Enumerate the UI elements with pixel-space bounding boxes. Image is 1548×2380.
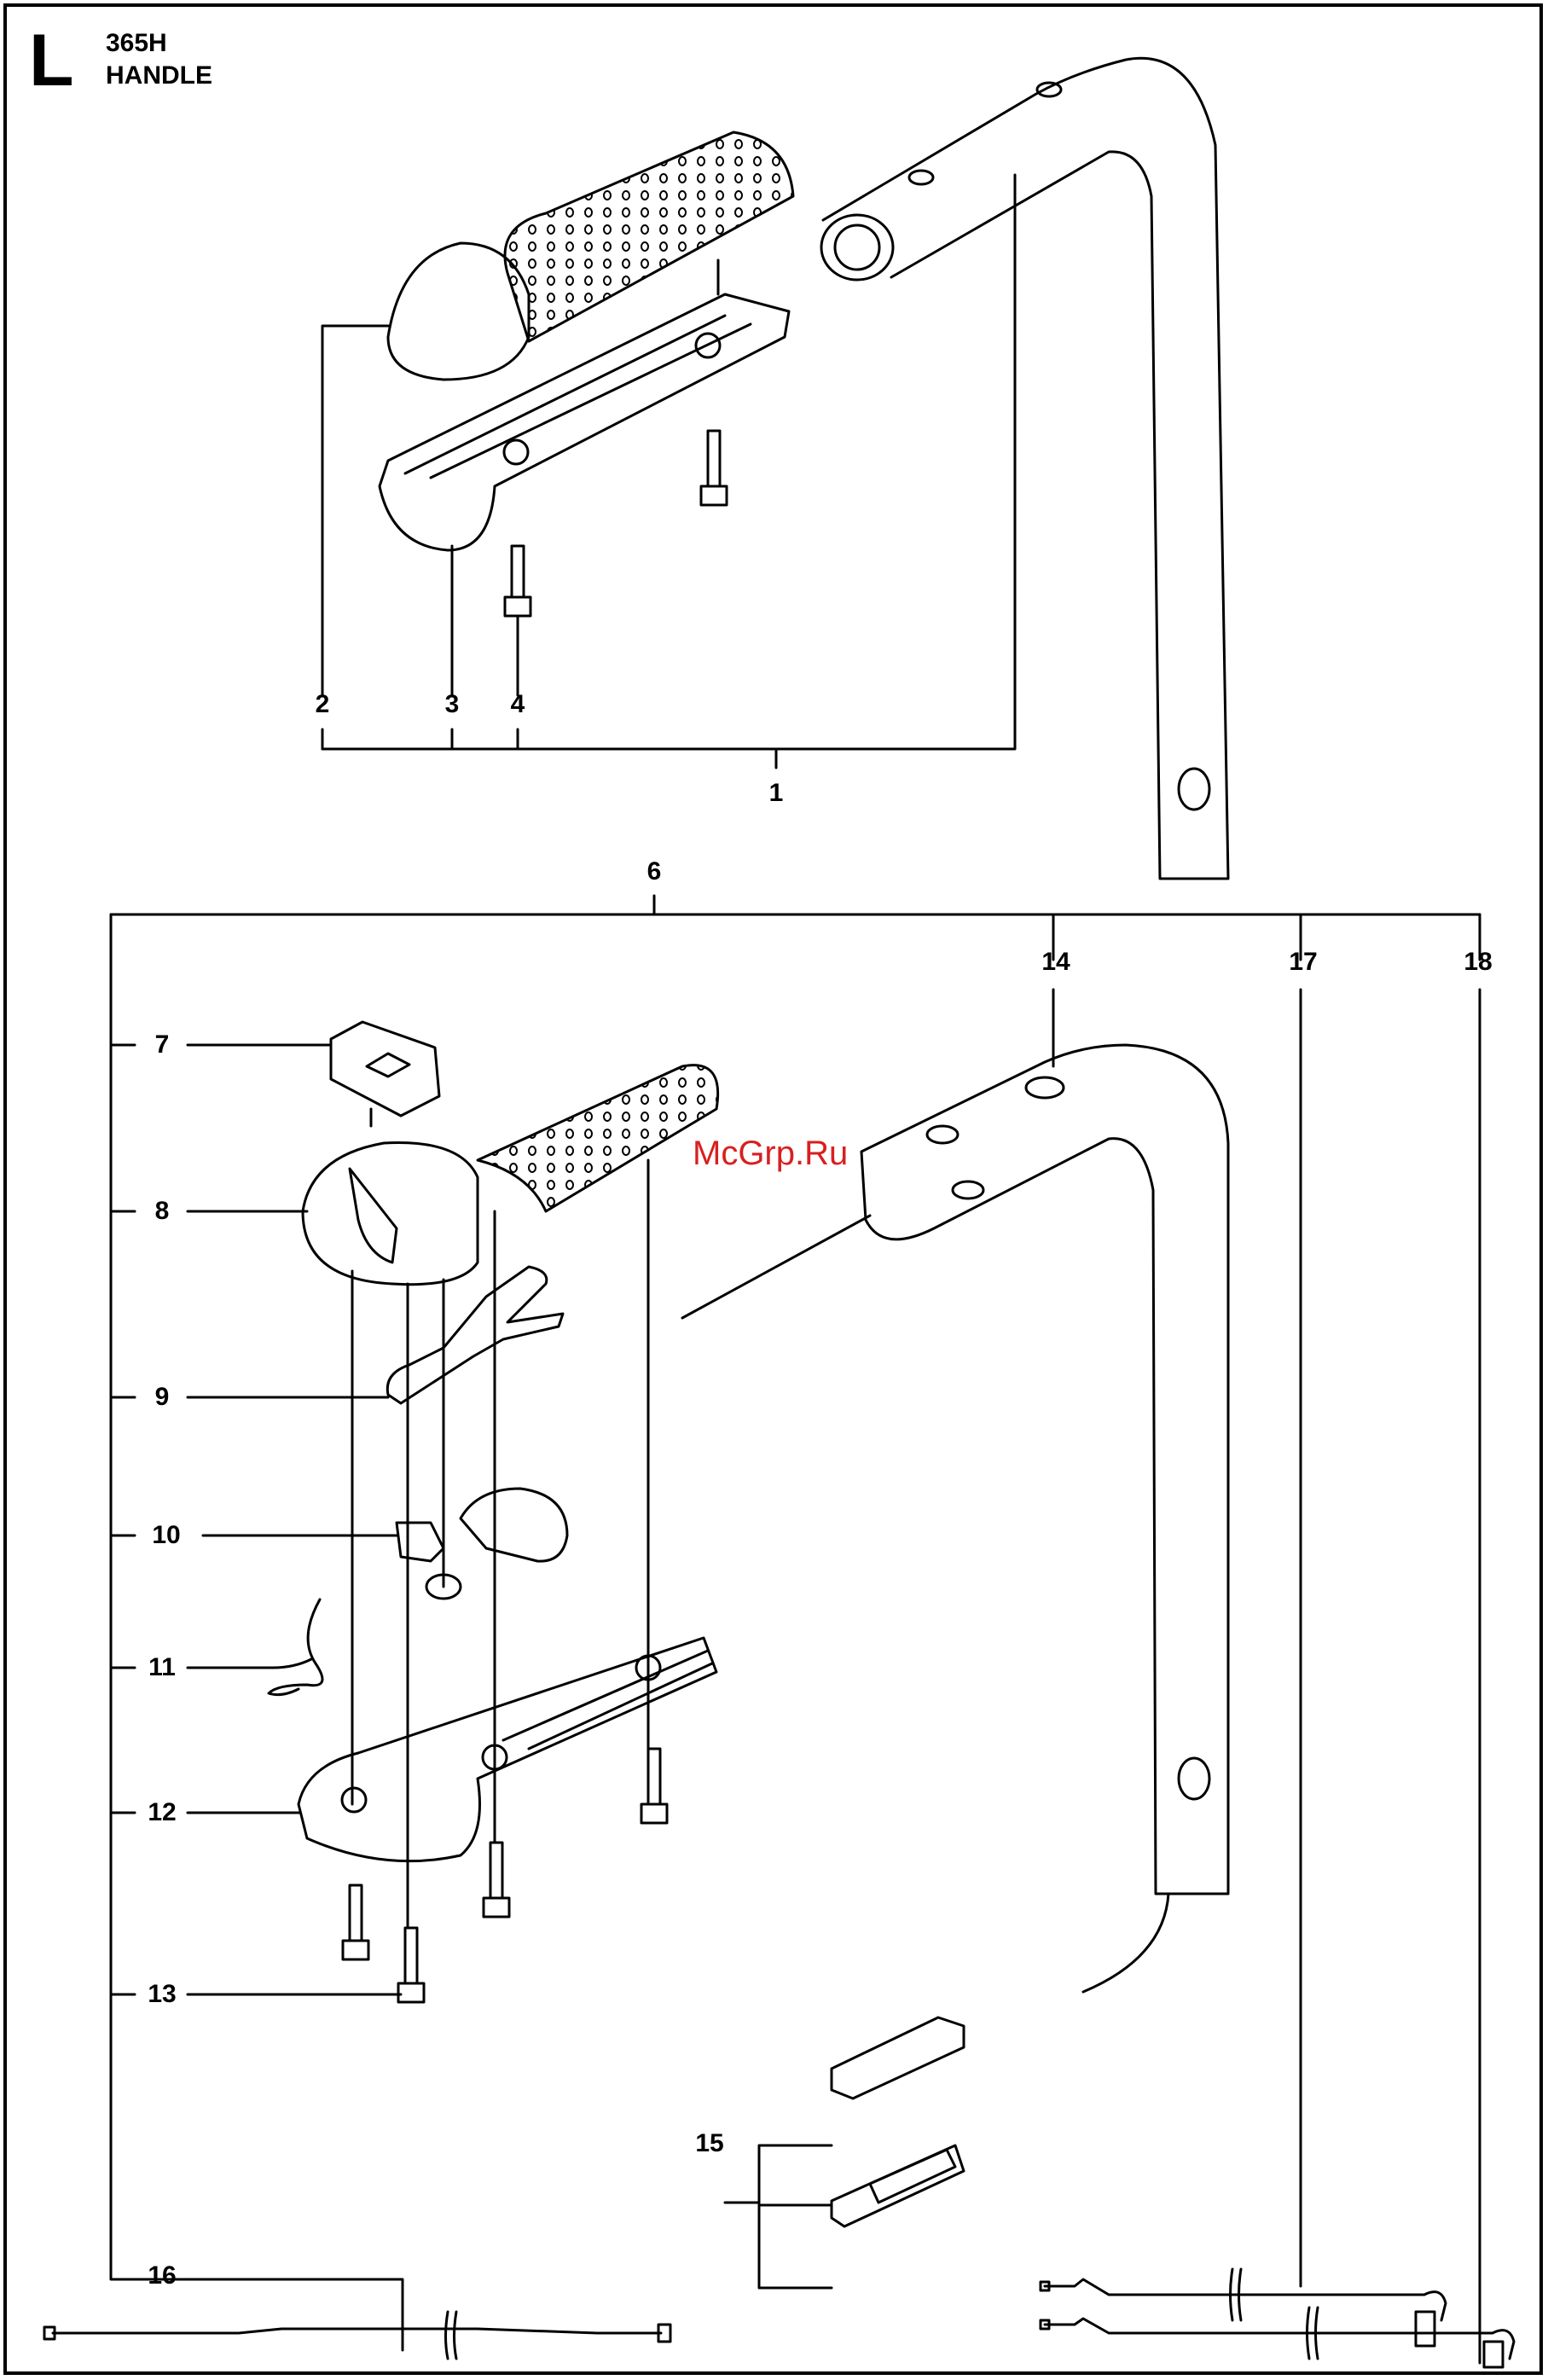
callout-1: 1 [769,779,784,808]
callout-10: 10 [152,1521,180,1550]
callout-3: 3 [445,690,460,719]
upper-grip-bottom [380,294,789,550]
connector-parts [725,2017,964,2288]
callout-8: 8 [155,1197,170,1226]
throttle-trigger [387,1267,563,1403]
spring-part [269,1599,322,1695]
callout-9: 9 [155,1383,170,1412]
screw-item4 [505,546,530,616]
callout-2: 2 [316,690,330,719]
callout-6: 6 [647,857,662,886]
callout-14: 14 [1041,948,1070,977]
screw-right [701,431,727,505]
callout-18: 18 [1464,948,1492,977]
upper-grip-top [388,132,793,380]
callout-12: 12 [148,1798,176,1827]
switch-part [331,1022,439,1126]
callout-17: 17 [1289,948,1317,977]
callout-13: 13 [148,1980,176,2009]
callout-16: 16 [148,2261,176,2290]
callout-15: 15 [695,2129,723,2158]
safety-lever [397,1489,567,1599]
wire-item16 [44,2312,670,2359]
screws-item13 [343,1749,667,2002]
callout-4: 4 [511,690,525,719]
lower-handle-bar [682,990,1228,1992]
callout-11: 11 [148,1653,176,1682]
upper-handle-bar [821,58,1228,879]
callout-7: 7 [155,1030,170,1059]
